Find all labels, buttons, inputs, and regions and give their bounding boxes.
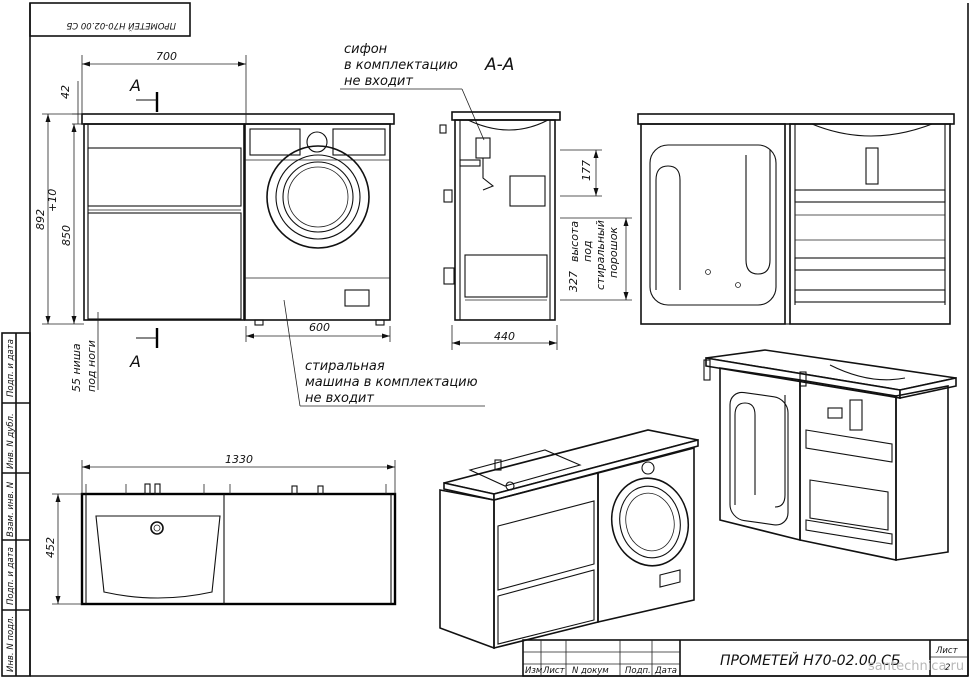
note-siphon-3: не входит <box>344 74 413 89</box>
title-col-2: Лист <box>542 666 566 676</box>
title-designation: ПРОМЕТЕЙ Н70-02.00 СБ <box>720 651 901 669</box>
note-machine-1: стиральная <box>305 359 385 374</box>
dim-42: 42 <box>59 85 72 99</box>
dim-327: 327 <box>567 271 580 292</box>
title-col-3: N докум <box>572 666 609 676</box>
top-view <box>52 460 397 606</box>
dim-452: 452 <box>44 537 57 558</box>
machine-leader <box>283 299 485 407</box>
dim-850: 850 <box>60 225 73 246</box>
note-siphon-2: в комплектацию <box>344 58 458 73</box>
section-title: A-A <box>484 55 514 75</box>
note-powder-3: стиральный <box>594 220 607 290</box>
front-view <box>81 113 395 326</box>
dim-892: 892 <box>34 209 47 230</box>
section-view <box>439 111 561 321</box>
side-strip-cell-4: Подп. и дата <box>6 547 16 605</box>
section-dimensions <box>451 149 632 350</box>
sheet-label: Лист <box>935 646 959 656</box>
title-col-1: Изм <box>525 666 543 676</box>
side-strip-cell-3: Взам. инв. N <box>6 481 16 537</box>
isometric-rear <box>703 349 957 561</box>
title-col-5: Дата <box>654 666 677 676</box>
side-strip-cell-2: Инв. N дубл. <box>6 413 16 469</box>
note-machine-2: машина в комплектацию <box>305 375 478 390</box>
note-machine-3: не входит <box>305 391 374 406</box>
sheet-number: 2 <box>945 663 950 673</box>
stamp-code: ПРОМЕТЕЙ Н70-02.00 СБ <box>66 20 176 32</box>
rear-view <box>637 113 955 325</box>
side-strip-cell-1: Подп. и дата <box>6 339 16 397</box>
title-col-4: Подп. <box>625 666 651 676</box>
note-powder-2: под <box>581 240 594 262</box>
isometric-front <box>439 429 699 650</box>
note-siphon-1: сифон <box>344 42 388 57</box>
dim-niche: 55 ниша <box>70 343 83 392</box>
watermark: santechnica.ru <box>868 659 964 674</box>
side-strip <box>1 332 31 677</box>
dim-177: 177 <box>580 160 593 181</box>
section-mark-bottom: A <box>129 352 141 371</box>
title-block <box>522 639 969 677</box>
section-mark-top: A <box>129 76 141 95</box>
dim-600: 600 <box>309 321 330 334</box>
dim-1330: 1330 <box>225 453 253 466</box>
dim-tolerance: +10 <box>46 189 59 212</box>
note-powder-1: высота <box>568 221 581 262</box>
note-powder-4: порошок <box>607 227 620 278</box>
front-view-dimensions <box>42 55 391 390</box>
siphon-leader <box>340 88 485 141</box>
dim-niche-sub: под ноги <box>85 340 98 392</box>
dim-700: 700 <box>156 50 177 63</box>
dim-440: 440 <box>494 330 515 343</box>
side-strip-cell-5: Инв. N подл. <box>6 616 16 672</box>
